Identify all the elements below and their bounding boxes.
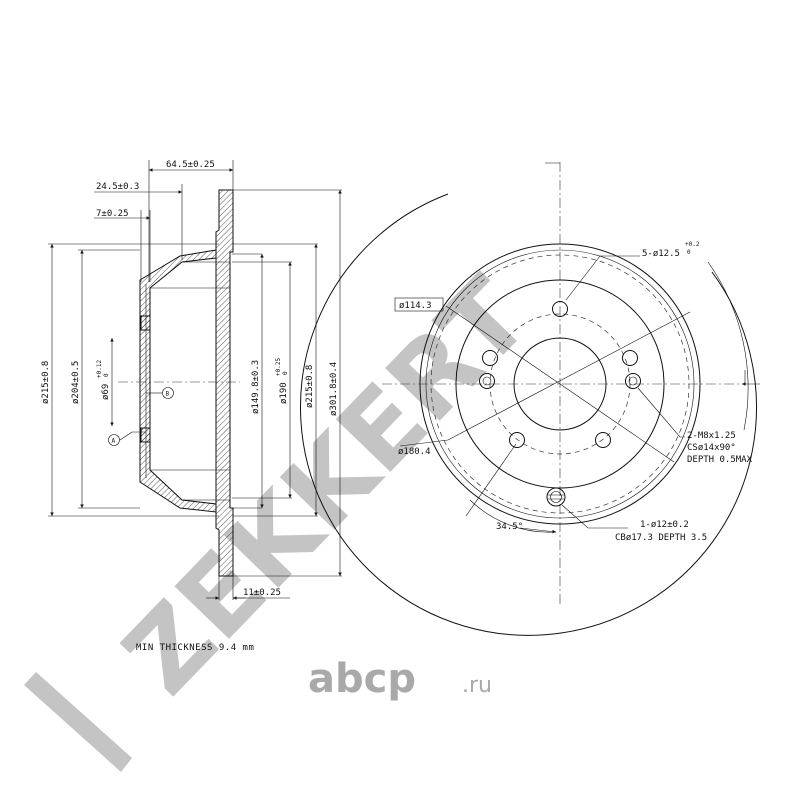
friction-ring-section <box>215 189 234 577</box>
dim-text-180: ø180.4 <box>398 447 431 457</box>
datum-b-label: B <box>166 391 170 398</box>
dim-text-204: ø204±0.5 <box>71 361 81 404</box>
hat-section <box>139 249 217 513</box>
holes-5-label: 5-ø12.5 <box>642 249 680 259</box>
leader-114 <box>445 305 675 463</box>
dim-text-114: ø114.3 <box>399 301 432 311</box>
bolt-hole-5 <box>482 350 498 366</box>
holes-5-tol-upper: +0.2 <box>685 241 700 248</box>
bolt-hole-1 <box>552 301 568 317</box>
threaded-hole-left <box>479 373 495 389</box>
threaded-hole-right <box>625 373 641 389</box>
dim-text-24: 24.5±0.3 <box>96 182 139 192</box>
logo-suffix: .ru <box>462 673 492 698</box>
angle-label: 34.5° <box>496 522 523 532</box>
dim-text-215-right: ø215±0.8 <box>305 365 315 408</box>
dim-text-69-tol-upper: +0.12 <box>96 360 103 378</box>
abcp-logo: abcp .ru <box>308 656 492 702</box>
holes-5-tol-lower: 0 <box>687 249 691 256</box>
bolt-hole-4 <box>509 432 525 448</box>
dim-text-7: 7±0.25 <box>96 209 129 219</box>
watermark-chevron <box>24 672 132 772</box>
bolt-hole-2 <box>622 350 638 366</box>
dim-text-64: 64.5±0.25 <box>166 160 215 170</box>
counterbore-label-1: 1-ø12±0.2 <box>640 520 689 530</box>
stud-hole-section-top <box>140 315 151 331</box>
front-view: ø114.3 ø180.4 5-ø12.5 +0.2 0 2-M8x1.25 C… <box>299 162 760 636</box>
counterbore-label-2: CBø17.3 DEPTH 3.5 <box>615 533 707 543</box>
dim-text-11: 11±0.25 <box>243 588 281 598</box>
outer-rim-arc <box>299 193 757 636</box>
dim-text-190-tol-upper: +0.25 <box>275 358 282 376</box>
thread-label-2: CSø14x90° <box>687 443 736 453</box>
watermark: ZEKKERT <box>24 255 553 772</box>
bolt-hole-3 <box>595 432 611 448</box>
stud-hole-section-bottom <box>140 427 151 443</box>
logo-text: abcp <box>308 656 416 702</box>
datum-a-label: A <box>112 438 116 445</box>
datum-b-circle <box>162 387 174 399</box>
dim-text-301: ø301.8±0.4 <box>329 362 339 416</box>
dim-box-114 <box>394 297 444 312</box>
dim-text-190-tol-lower: 0 <box>282 371 289 375</box>
leader-180 <box>447 311 691 441</box>
thread-label-3: DEPTH 0.5MAX <box>687 455 753 465</box>
counterbore-hole <box>546 487 566 507</box>
dim-text-69-tol-lower: 0 <box>103 373 110 377</box>
dim-text-215-left: ø215±0.8 <box>41 361 51 404</box>
dim-text-69: ø69 <box>101 384 111 400</box>
side-view: A B 64.5±0.25 24.5±0.3 7±0.25 ø215±0.8 ø… <box>41 160 342 600</box>
thread-label-1: 2-M8x1.25 <box>687 431 736 441</box>
dim-text-190: ø190 <box>279 382 289 404</box>
min-thickness-note: MIN THICKNESS 9.4 mm <box>136 643 254 653</box>
dim-text-149: ø149.8±0.3 <box>251 360 261 414</box>
datum-a-circle <box>108 434 120 446</box>
